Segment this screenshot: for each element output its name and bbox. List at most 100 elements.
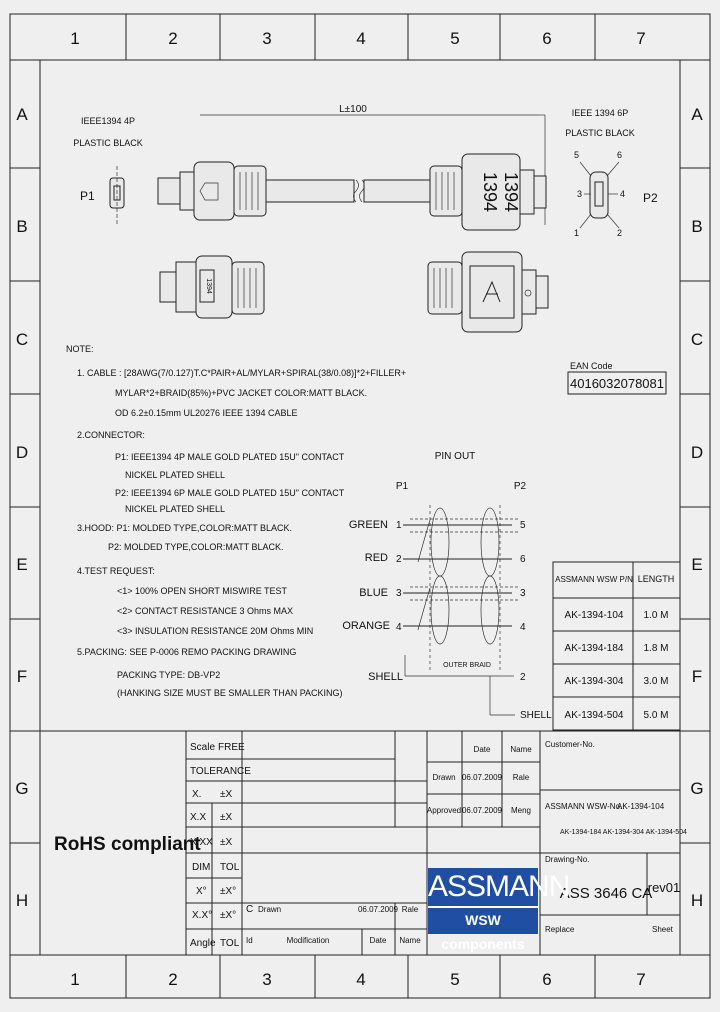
row-label-right: B: [691, 217, 702, 236]
p2-top-logo-area: [469, 265, 515, 319]
p2-face-pin: 4: [620, 189, 625, 199]
p2-face-pin: 6: [617, 150, 622, 160]
drawn-name: Rale: [513, 773, 530, 782]
row-label-left: G: [15, 779, 28, 798]
p1-spec-line1: IEEE1394 4P: [81, 116, 135, 126]
sheet-label: Sheet: [652, 925, 674, 934]
drawn-label: Drawn: [432, 773, 455, 782]
p1-label: P1: [80, 189, 95, 203]
assmann-no-first: AK-1394-104: [617, 802, 665, 811]
parts-header-pn: ASSMANN WSW P/N: [555, 575, 633, 584]
bottom-id: Id: [246, 936, 253, 945]
wire-color-label: BLUE: [359, 587, 388, 599]
ean-box: [567, 371, 667, 395]
parts-table: ASSMANN WSW P/N LENGTH AK-1394-104 1.0 M…: [552, 561, 681, 731]
note-line: OD 6.2±0.15mm UL20276 IEEE 1394 CABLE: [115, 408, 298, 418]
logo-line1: ASSMANN: [428, 868, 570, 908]
assmann-no-others: AK-1394-184 AK-1394-304 AK-1394-504: [560, 829, 687, 836]
outer-frame: [9, 13, 711, 999]
parts-cell-pn: AK-1394-304: [565, 676, 624, 687]
ean-label: EAN Code: [570, 361, 613, 371]
p1-pin-number: 4: [396, 622, 402, 633]
col-label-top: 3: [262, 29, 271, 48]
drawn-date: 06.07.2009: [462, 773, 503, 782]
note-line: <3> INSULATION RESISTANCE 20M Ohms MIN: [117, 626, 313, 636]
p1-pin-number: 1: [396, 520, 402, 531]
note-line: NICKEL PLATED SHELL: [125, 470, 225, 480]
note-line: P1: IEEE1394 4P MALE GOLD PLATED 15U" CO…: [115, 452, 345, 462]
ean-value: 4016032078081: [570, 376, 664, 391]
parts-cell-pn: AK-1394-104: [565, 610, 624, 621]
bottom-name: Name: [399, 936, 421, 945]
revision: rev01: [648, 880, 681, 895]
row-label-right: D: [691, 443, 703, 462]
bottom-date: Date: [370, 936, 387, 945]
wire-color-label: GREEN: [349, 519, 388, 531]
tol-label: TOL: [220, 862, 240, 873]
p1-pin-number: 3: [396, 588, 402, 599]
cable-body: [265, 179, 355, 203]
col-label-bottom: 3: [262, 970, 271, 989]
tolerance-label: TOLERANCE: [190, 766, 251, 777]
p1-pin-number: 2: [396, 554, 402, 565]
drawing-number: ASS 3646 CA: [560, 885, 653, 902]
row-label-right: E: [691, 555, 702, 574]
cable-top-view: 1394: [159, 251, 549, 333]
note-line: 3.HOOD: P1: MOLDED TYPE,COLOR:MATT BLACK…: [77, 523, 292, 533]
angle-tol-label: TOL: [220, 938, 240, 949]
p2-pin-number: 5: [520, 520, 526, 531]
p2-plug-tip: [533, 175, 547, 209]
row-label-left: E: [16, 555, 27, 574]
tol-dim: X.: [192, 789, 201, 800]
title-block: Scale FREE TOLERANCE X. ±X X.X ±X X.XX ±…: [40, 730, 687, 955]
col-label-bottom: 2: [168, 970, 177, 989]
pinout-diagram: PIN OUT P1 P2 GREEN RED BLUE ORANGE 1 2 …: [342, 451, 552, 721]
p2-face-pin: 1: [574, 228, 579, 238]
parts-header-length: LENGTH: [638, 574, 675, 584]
note-line: 5.PACKING: SEE P-0006 REMO PACKING DRAWI…: [77, 647, 296, 657]
shell-pin-number: 2: [520, 672, 526, 683]
row-label-left: C: [16, 330, 28, 349]
tol-value: ±X: [220, 812, 232, 823]
note-line: P2: MOLDED TYPE,COLOR:MATT BLACK.: [108, 542, 284, 552]
parts-cell-pn: AK-1394-184: [565, 643, 624, 654]
col-label-top: 5: [450, 29, 459, 48]
p2-pin-number: 6: [520, 554, 526, 565]
p2-spec-line2: PLASTIC BLACK: [565, 128, 635, 138]
col-label-bottom: 6: [542, 970, 551, 989]
notes-block: NOTE: 1. CABLE : [28AWG(7/0.127)T.C*PAIR…: [66, 344, 406, 698]
row-label-left: D: [16, 443, 28, 462]
tol-dim: X.XX: [190, 837, 213, 848]
shell-label: SHELL: [368, 671, 403, 683]
note-line: 4.TEST REQUEST:: [77, 566, 155, 576]
name-header: Name: [510, 745, 532, 754]
tol-dim: X.X: [190, 812, 206, 823]
col-label-top: 2: [168, 29, 177, 48]
approved-label: Approved: [427, 806, 461, 815]
pinout-p2: P2: [514, 481, 527, 492]
ang-dim: X°: [196, 886, 207, 897]
assmann-logo: ASSMANN WSW components: [428, 868, 570, 952]
row-label-left: A: [16, 105, 28, 124]
p2-face-pin: 3: [577, 189, 582, 199]
customer-no-label: Customer-No.: [545, 740, 595, 749]
replace-label: Replace: [545, 925, 575, 934]
col-label-bottom: 4: [356, 970, 365, 989]
row-label-right: F: [692, 667, 702, 686]
p1-plug-tip: [157, 177, 181, 205]
outer-braid-label: OUTER BRAID: [443, 662, 491, 669]
note-line: <2> CONTACT RESISTANCE 3 Ohms MAX: [117, 606, 293, 616]
note-line: 2.CONNECTOR:: [77, 430, 145, 440]
parts-cell-pn: AK-1394-504: [565, 710, 624, 721]
rohs-label: RoHS compliant: [54, 834, 201, 855]
assmann-no-label: ASSMANN WSW-No.:: [545, 802, 624, 811]
p2-face-pin: 5: [574, 150, 579, 160]
row-label-left: B: [16, 217, 27, 236]
row-label-left: F: [17, 667, 27, 686]
approved-date: 06.07.2009: [462, 806, 503, 815]
parts-cell-length: 1.0 M: [643, 610, 668, 621]
tol-value: ±X: [220, 789, 232, 800]
rev-name: Rale: [402, 905, 419, 914]
rev-mark: C: [246, 904, 253, 915]
